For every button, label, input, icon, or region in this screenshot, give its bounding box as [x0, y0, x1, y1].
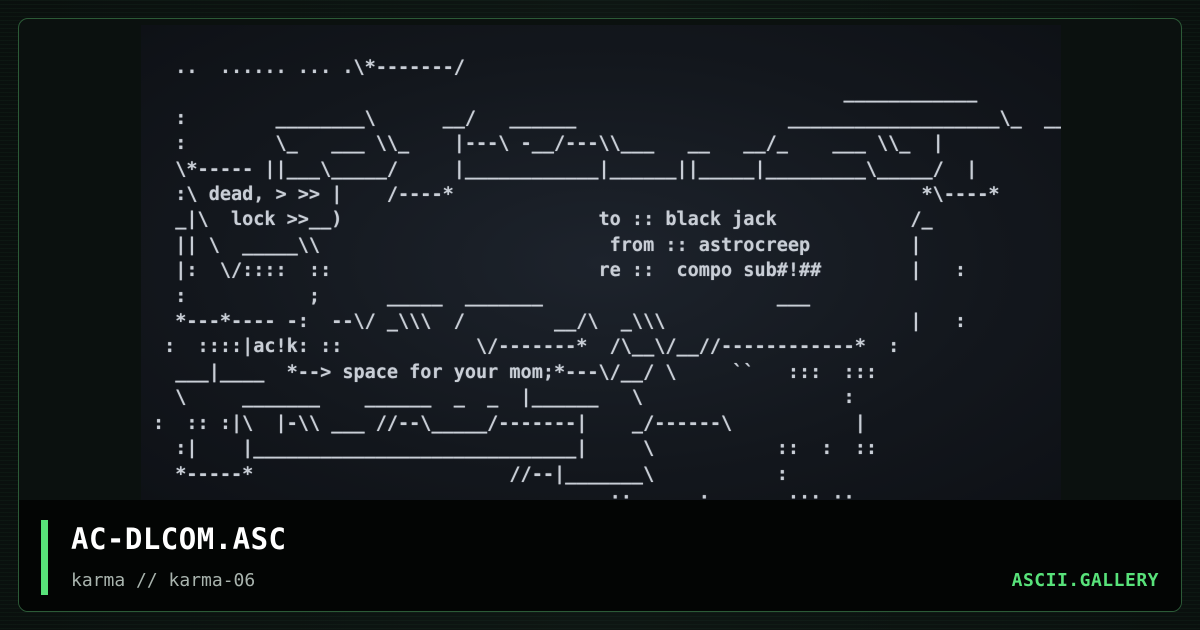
- site-brand[interactable]: ASCII.GALLERY: [1011, 570, 1159, 591]
- artwork-subtitle: karma // karma-06: [71, 570, 256, 591]
- artwork-title: AC-DLCOM.ASC: [71, 522, 287, 556]
- ascii-art: .. ...... ... .\*-------/ ____________ :…: [153, 57, 1061, 501]
- accent-bar: [41, 520, 48, 595]
- preview-card: .. ...... ... .\*-------/ ____________ :…: [18, 18, 1182, 612]
- card-footer: AC-DLCOM.ASC karma // karma-06 ASCII.GAL…: [19, 500, 1181, 611]
- ascii-art-frame: .. ...... ... .\*-------/ ____________ :…: [141, 25, 1061, 501]
